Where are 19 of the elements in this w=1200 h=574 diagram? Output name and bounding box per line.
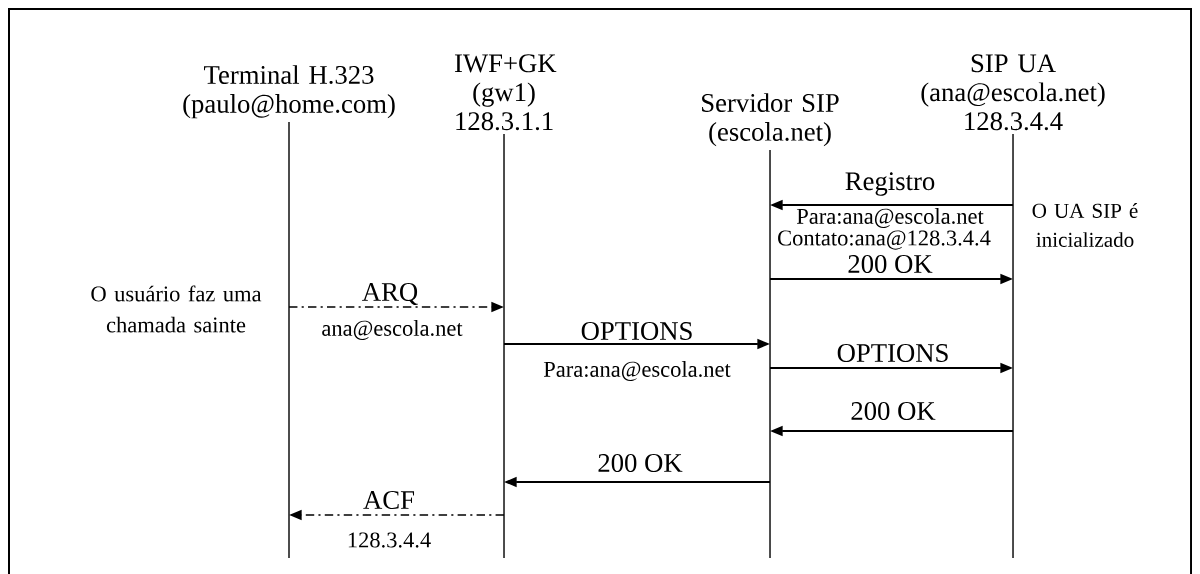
note-text: O UA SIP é inicializado bbox=[1032, 203, 1138, 247]
note-text: Para:ana@escola.net bbox=[796, 208, 984, 228]
participant-label: IWF+GK (gw1) 128.3.1.1 bbox=[455, 54, 557, 131]
edge-label: 200 OK bbox=[848, 255, 933, 273]
edge-label: Registro bbox=[845, 172, 935, 196]
note-text: 128.3.4.4 bbox=[348, 532, 431, 548]
participant-label: Servidor SIP (escola.net) bbox=[702, 93, 839, 147]
participant-label: Terminal H.323 (paulo@home.com) bbox=[183, 65, 395, 119]
edge-label: ACF bbox=[363, 491, 414, 509]
note-text: Contato:ana@128.3.4.4 bbox=[778, 230, 991, 250]
edge-label: ARQ bbox=[362, 283, 418, 305]
note-text: ana@escola.net bbox=[322, 320, 463, 340]
participant-label: SIP UA (ana@escola.net) 128.3.4.4 bbox=[921, 54, 1105, 131]
edge-label: OPTIONS bbox=[581, 322, 692, 340]
edge-label: 200 OK bbox=[851, 402, 936, 420]
edge-label: 200 OK bbox=[598, 454, 683, 472]
edge-label: OPTIONS bbox=[837, 344, 948, 362]
note-text: O usuário faz uma chamada sainte bbox=[91, 285, 262, 333]
note-text: Para:ana@escola.net bbox=[543, 361, 731, 381]
